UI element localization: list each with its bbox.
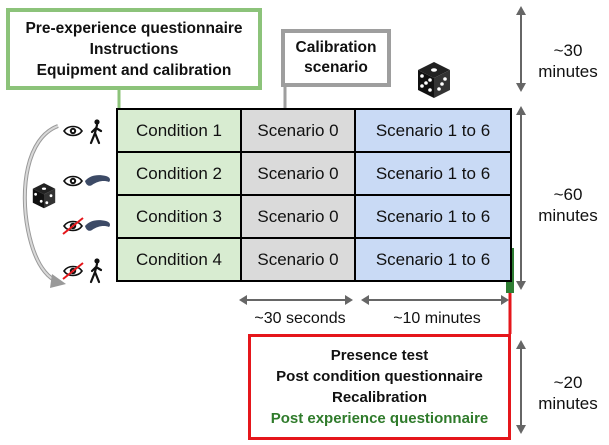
horizontal-duration-arrows bbox=[239, 295, 509, 305]
pre-box-line1: Pre-experience questionnaire bbox=[25, 19, 243, 37]
pre-experience-box: Pre-experience questionnaire Instruction… bbox=[6, 8, 262, 90]
scenario0-cell: Scenario 0 bbox=[240, 237, 356, 282]
bottom-duration-unit: minutes bbox=[538, 394, 598, 413]
arm-icon bbox=[85, 175, 110, 186]
condition-3-cell: Condition 3 bbox=[116, 194, 242, 239]
walking-person-icon bbox=[89, 258, 103, 284]
arm-icon bbox=[85, 220, 110, 231]
scenarios-cell: Scenario 1 to 6 bbox=[354, 151, 512, 196]
pre-box-line3: Equipment and calibration bbox=[36, 61, 232, 79]
bottom-duration-label: ~20 minutes bbox=[528, 372, 608, 414]
eye-icon bbox=[63, 125, 83, 137]
eye-crossed-icon bbox=[62, 217, 84, 235]
bottom-duration-value: ~20 bbox=[553, 373, 583, 392]
scenario0-cell: Scenario 0 bbox=[240, 108, 356, 153]
table-row: Condition 1 Scenario 0 Scenario 1 to 6 bbox=[116, 108, 512, 153]
scenarios-duration: ~10 minutes bbox=[393, 310, 481, 327]
condition-2-cell: Condition 2 bbox=[116, 151, 242, 196]
dice-icon bbox=[32, 183, 56, 209]
top-duration-unit: minutes bbox=[538, 62, 598, 81]
post-box-line4: Post experience questionnaire bbox=[270, 410, 489, 427]
calibration-line1: Calibration bbox=[295, 39, 377, 56]
eye-crossed-icon bbox=[62, 262, 84, 280]
scenario0-cell: Scenario 0 bbox=[240, 194, 356, 239]
calibration-box: Calibration scenario bbox=[281, 29, 391, 87]
table-row: Condition 4 Scenario 0 Scenario 1 to 6 bbox=[116, 237, 512, 282]
post-box-line2: Post condition questionnaire bbox=[276, 368, 483, 385]
dice-icon bbox=[418, 62, 450, 98]
calibration-line2: scenario bbox=[304, 59, 368, 76]
eye-icon bbox=[63, 175, 83, 187]
scenario0-cell: Scenario 0 bbox=[240, 151, 356, 196]
vertical-duration-arrows bbox=[516, 6, 526, 434]
post-box-line1: Presence test bbox=[330, 347, 429, 364]
randomization-arrow bbox=[22, 124, 66, 288]
middle-duration-value: ~60 bbox=[553, 185, 583, 204]
middle-duration-label: ~60 minutes bbox=[528, 184, 608, 226]
post-condition-box: Presence test Post condition questionnai… bbox=[248, 334, 511, 440]
condition-4-cell: Condition 4 bbox=[116, 237, 242, 282]
pre-box-line2: Instructions bbox=[89, 40, 179, 58]
scenarios-cell: Scenario 1 to 6 bbox=[354, 194, 512, 239]
scenarios-cell: Scenario 1 to 6 bbox=[354, 108, 512, 153]
conditions-table: Condition 1 Scenario 0 Scenario 1 to 6 C… bbox=[116, 108, 512, 282]
table-row: Condition 2 Scenario 0 Scenario 1 to 6 bbox=[116, 151, 512, 196]
table-row: Condition 3 Scenario 0 Scenario 1 to 6 bbox=[116, 194, 512, 239]
scenario0-duration: ~30 seconds bbox=[254, 310, 346, 327]
scenarios-cell: Scenario 1 to 6 bbox=[354, 237, 512, 282]
post-box-line3: Recalibration bbox=[331, 389, 428, 406]
middle-duration-unit: minutes bbox=[538, 206, 598, 225]
condition-1-cell: Condition 1 bbox=[116, 108, 242, 153]
top-duration-label: ~30 minutes bbox=[528, 40, 608, 82]
top-duration-value: ~30 bbox=[553, 41, 583, 60]
walking-person-icon bbox=[89, 119, 103, 145]
